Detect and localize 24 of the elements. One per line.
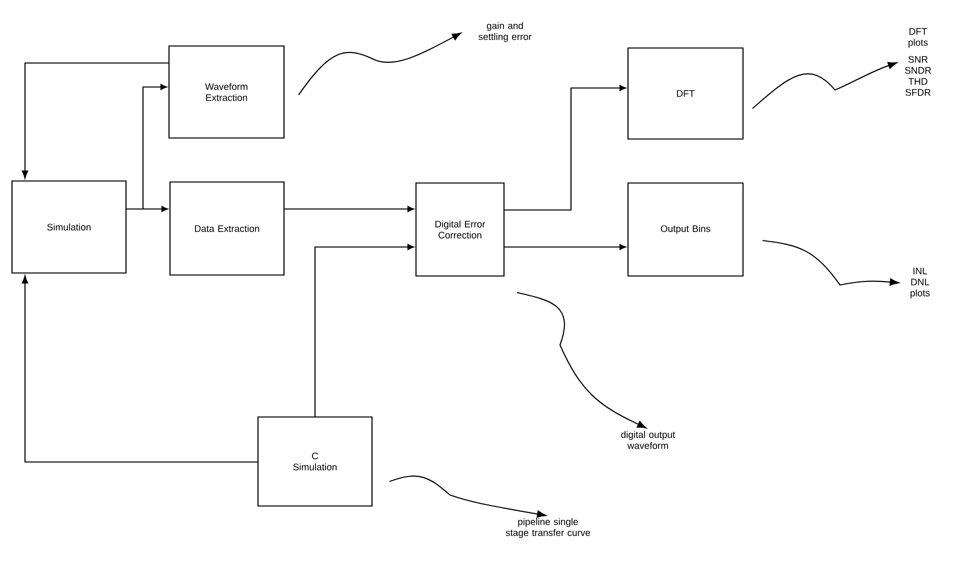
connector bbox=[504, 85, 626, 211]
output-label: digital output waveform bbox=[621, 431, 676, 449]
connector bbox=[504, 244, 626, 250]
process-box: Digital Error Correction bbox=[415, 182, 505, 277]
process-box: Output Bins bbox=[627, 182, 744, 277]
output-label: INL DNL plots bbox=[910, 268, 930, 298]
wavy-arrow bbox=[389, 476, 546, 518]
output-label: pipeline single stage transfer curve bbox=[506, 518, 590, 538]
wavy-arrow bbox=[298, 32, 462, 96]
process-box: Simulation bbox=[11, 180, 127, 274]
wavy-arrow bbox=[752, 62, 898, 109]
output-label: gain and settling error bbox=[478, 22, 532, 42]
process-box: Waveform Extraction bbox=[168, 45, 285, 139]
process-box: Data Extraction bbox=[169, 181, 285, 276]
wavy-arrow bbox=[762, 240, 900, 286]
connector bbox=[22, 275, 258, 463]
connector bbox=[22, 62, 168, 179]
connector bbox=[284, 206, 414, 212]
connector bbox=[126, 206, 168, 212]
process-box: C Simulation bbox=[257, 416, 373, 507]
wavy-arrow bbox=[516, 292, 646, 428]
connector bbox=[314, 244, 414, 416]
output-label: DFT plots SNR SNDR THD SFDR bbox=[904, 28, 932, 96]
process-box: DFT bbox=[627, 47, 744, 140]
